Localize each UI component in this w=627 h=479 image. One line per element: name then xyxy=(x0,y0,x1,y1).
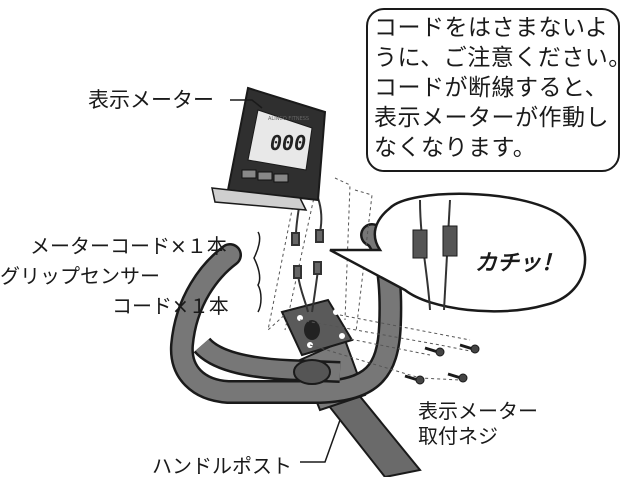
click-callout xyxy=(329,192,587,313)
caution-line-2: うに、ご注意ください。 xyxy=(374,45,627,71)
meter-cord-label: メーターコード×１本 xyxy=(30,234,227,258)
mounting-screws xyxy=(404,343,480,385)
caution-line-1: コードをはさまないよ xyxy=(374,15,609,41)
meter-unit: ALINCO FITNESS 000 xyxy=(211,86,327,211)
screw-2 xyxy=(459,343,480,354)
screws-label-line2: 取付ネジ xyxy=(418,424,498,448)
caution-note-box xyxy=(366,8,620,172)
screw-4 xyxy=(447,372,468,383)
screws-label-line1: 表示メーター xyxy=(418,399,538,423)
caution-line-3: コードが断線すると、 xyxy=(374,75,609,101)
caution-line-4: 表示メーターが作動し xyxy=(374,105,609,131)
handlebar xyxy=(169,223,403,404)
screw-1 xyxy=(424,346,445,357)
grip-sensor-label-line2: コード×１本 xyxy=(112,294,229,318)
screw-3 xyxy=(404,374,425,385)
meter-digits: 000 xyxy=(270,131,306,155)
click-sound-label: カチッ！ xyxy=(475,251,564,276)
meter-brand: ALINCO FITNESS xyxy=(268,116,309,122)
caution-line-5: なくなります。 xyxy=(374,135,537,161)
leader-lines xyxy=(230,99,341,463)
meter-label: 表示メーター xyxy=(88,88,214,112)
cords xyxy=(291,197,324,313)
handle-post-label: ハンドルポスト xyxy=(152,454,292,478)
grip-sensor-label-line1: グリップセンサー xyxy=(0,264,160,288)
